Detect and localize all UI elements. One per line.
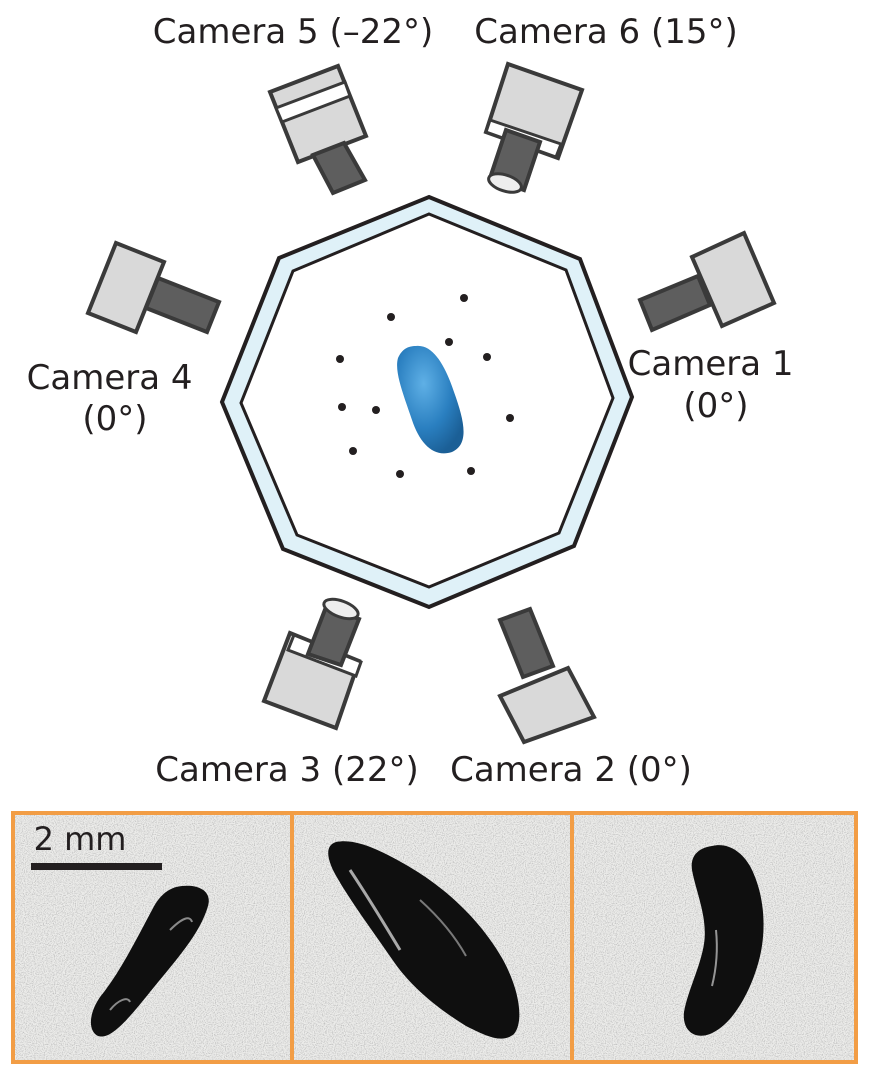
tracer-particles [336, 294, 514, 478]
tracer-particle [506, 414, 514, 422]
tracer-particle [460, 294, 468, 302]
specimen-photo-1 [90, 885, 209, 1037]
camera-6-label: Camera 6 (15°) [474, 12, 737, 52]
camera-1-icon [637, 230, 777, 333]
camera-3-label: Camera 3 (22°) [155, 750, 418, 790]
scale-bar-label: 2 mm [34, 820, 127, 858]
photo-panel-2 [292, 813, 572, 1062]
specimen-highlight [419, 899, 467, 957]
tracer-particle [396, 470, 404, 478]
scale-bar-line [31, 863, 162, 870]
tracer-particle [338, 403, 346, 411]
photo-strip: 2 mm [11, 811, 858, 1064]
specimen-photo-2 [328, 841, 520, 1039]
camera-4-icon [85, 240, 222, 335]
camera-1-label: Camera 1 (0°) [628, 344, 805, 426]
tracer-particle [387, 313, 395, 321]
camera-5-label: Camera 5 (–22°) [153, 12, 433, 52]
tracer-particle [372, 406, 380, 414]
specimen-highlight [348, 869, 402, 951]
camera-2-label: Camera 2 (0°) [450, 750, 692, 790]
photo-panel-1 [13, 813, 292, 1062]
camera-6-icon [483, 61, 585, 194]
tracer-particle [336, 355, 344, 363]
camera-3-icon [261, 597, 363, 731]
camera-5-icon [267, 63, 369, 196]
camera-4-label: Camera 4 (0°) [27, 358, 204, 439]
tracer-particle [349, 447, 357, 455]
camera-2-icon [497, 606, 597, 745]
tracer-particle [467, 467, 475, 475]
specimen-photo-3 [683, 845, 764, 1036]
tracer-particle [483, 353, 491, 361]
photo-panel-3 [572, 813, 856, 1062]
scale-bar: 2 mm [31, 820, 162, 870]
specimen-highlight [169, 917, 193, 931]
specimen-highlight [109, 998, 131, 1011]
photo-strip-frame [11, 811, 858, 1064]
specimen-model [397, 345, 464, 454]
specimen-highlight [711, 929, 718, 987]
tracer-particle [445, 338, 453, 346]
